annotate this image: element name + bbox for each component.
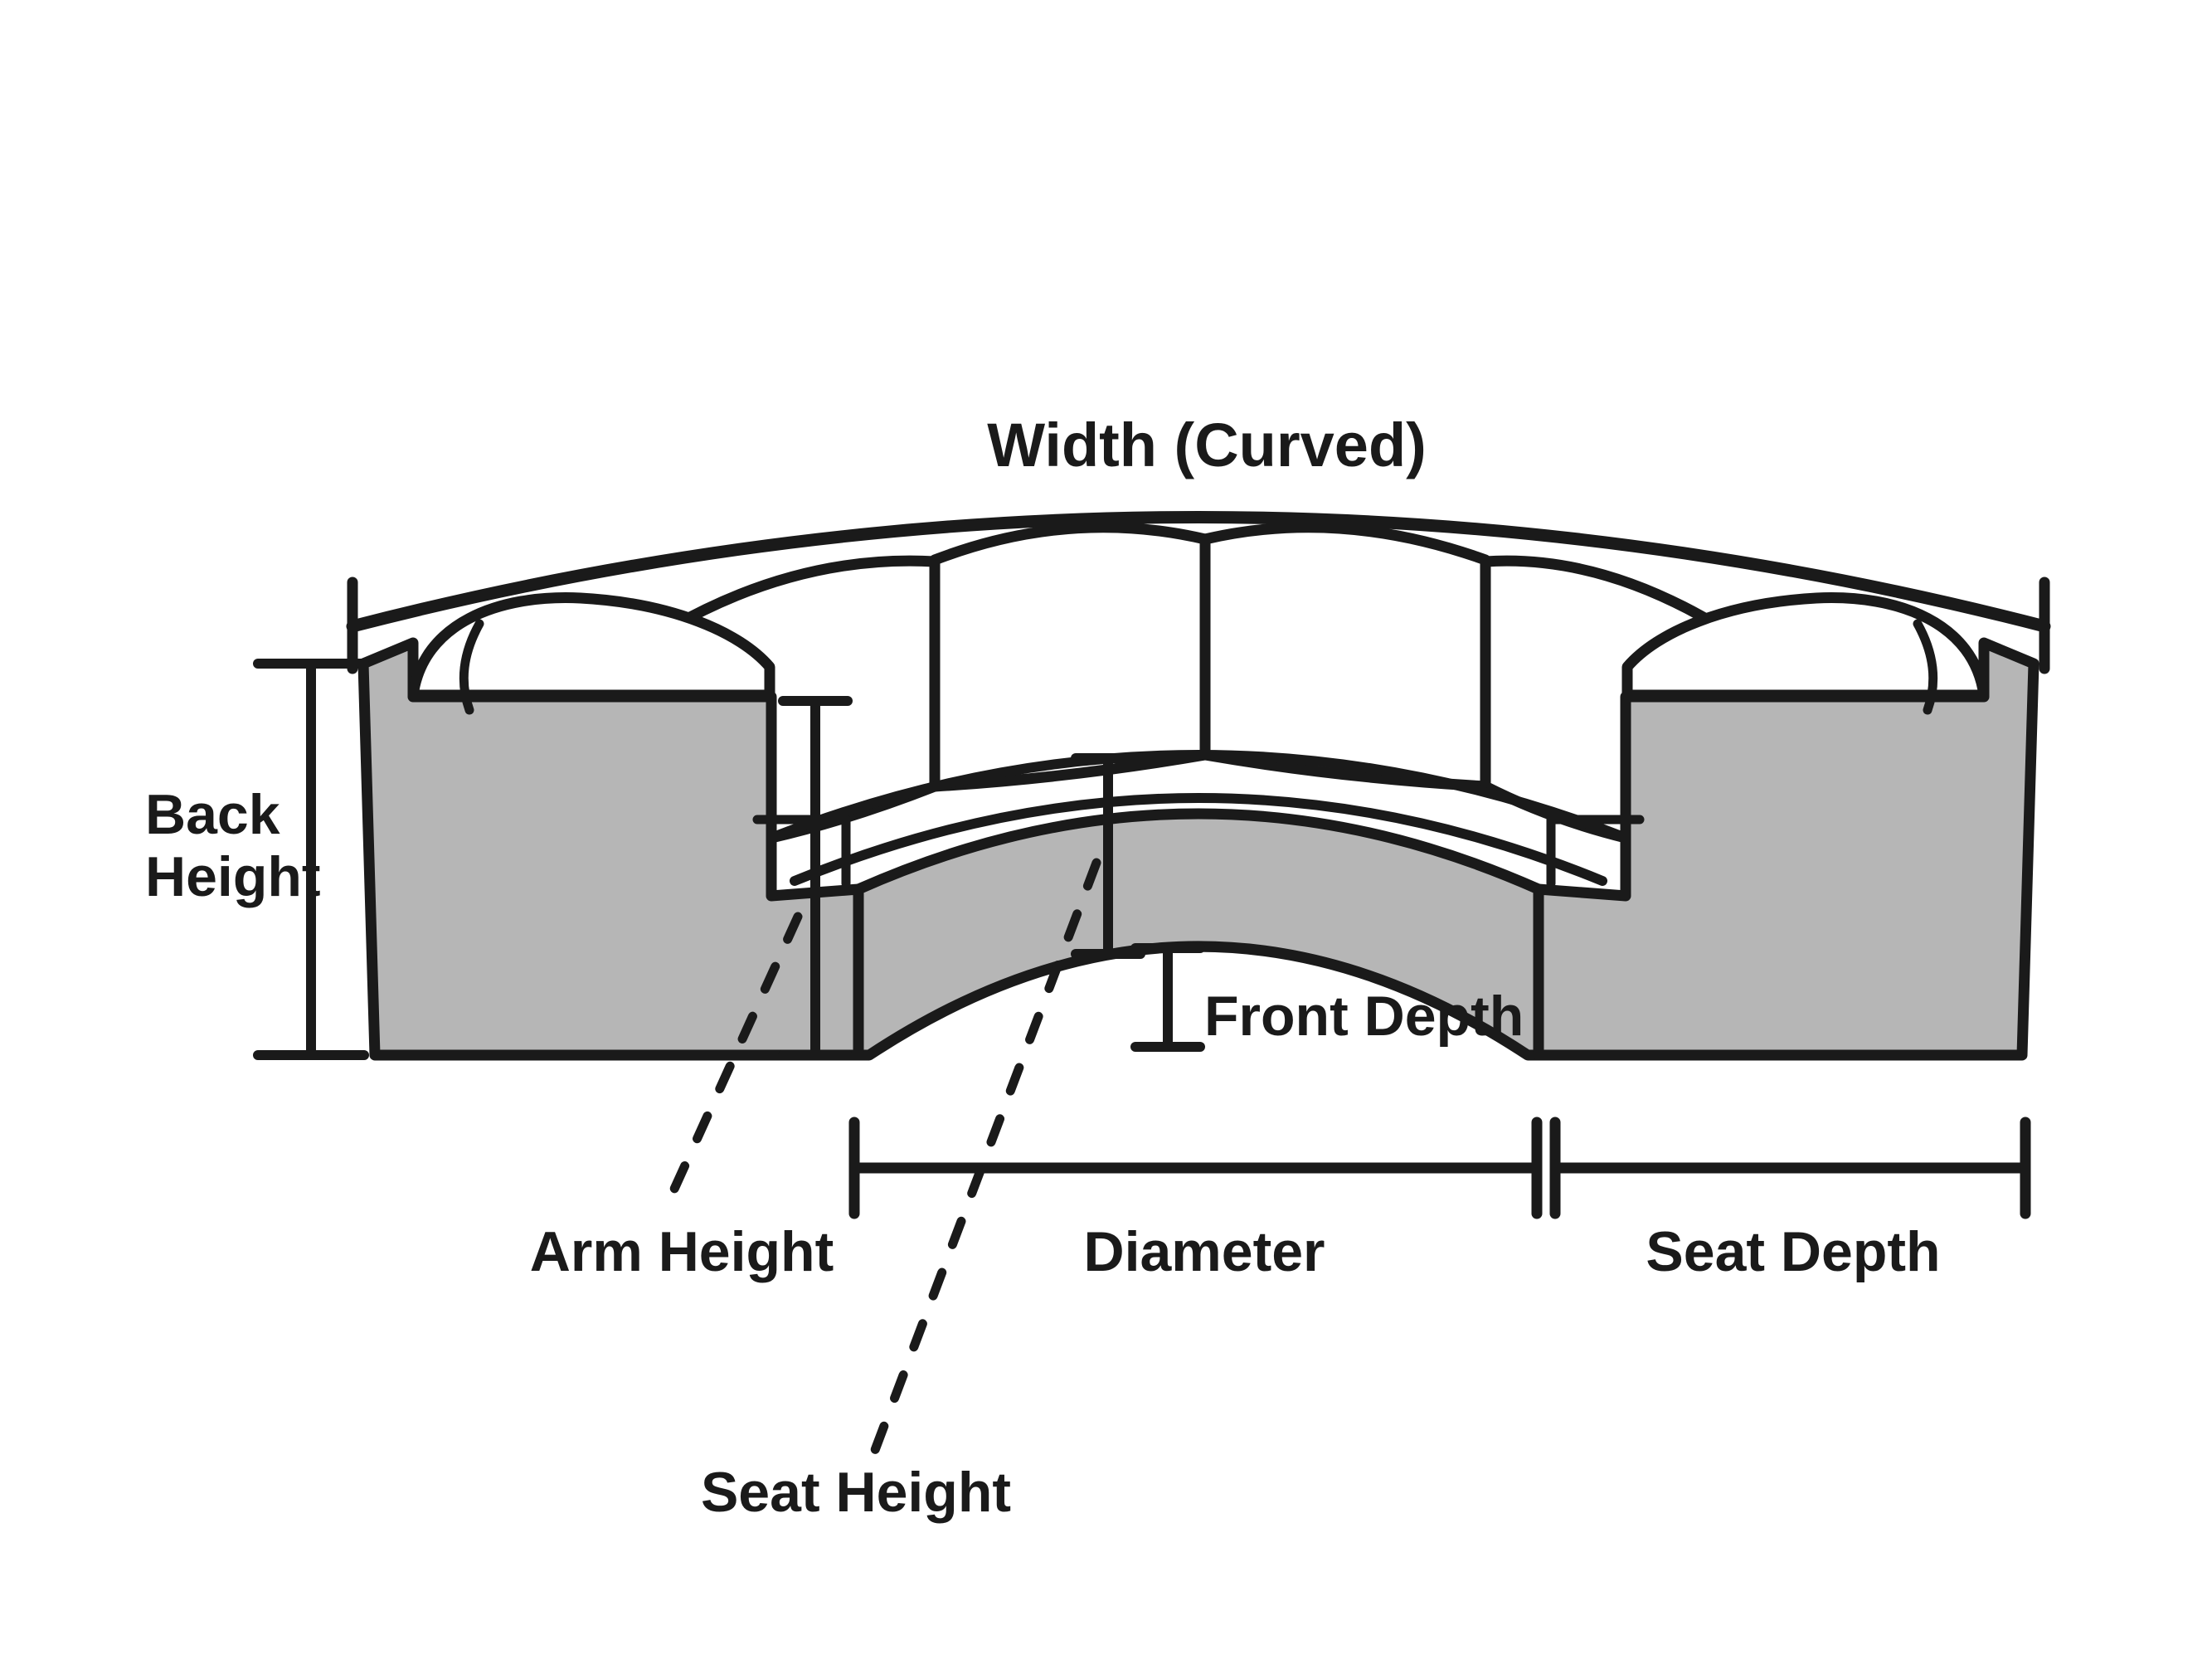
seat-height-leader-dashed (868, 858, 1101, 1462)
arm-height-label: Arm Height (530, 1220, 834, 1283)
right-arm-cushion (1621, 592, 1990, 701)
front-depth-dimension (1130, 943, 1205, 1052)
left-arm-cushion-crease (459, 619, 484, 715)
width-curved-dimension-arc (346, 511, 2051, 633)
front-depth-label: Front Depth (1204, 985, 1524, 1048)
back-height-label-line2: Height (145, 845, 321, 908)
arm-height-dimension (778, 696, 853, 1060)
back-cushion-4 (1199, 522, 1491, 792)
right-arm-panel (1533, 637, 2039, 1061)
width-curved-label: Width (Curved) (987, 411, 1427, 479)
back-height-label-line1: Back (145, 783, 280, 846)
seat-height-dimension (1071, 753, 1145, 959)
seat-front-curve (790, 793, 1607, 886)
diameter-label: Diameter (1083, 1220, 1325, 1283)
seat-depth-dimension (1549, 1117, 2031, 1219)
left-arm-panel (357, 637, 864, 1061)
seat-height-label: Seat Height (701, 1461, 1011, 1524)
right-seat-step (1546, 815, 1645, 888)
right-arm-cushion-crease (1913, 619, 1938, 715)
back-height-dimension (253, 659, 369, 1060)
seat-depth-label: Seat Depth (1646, 1220, 1940, 1283)
left-arm-cushion (407, 592, 775, 701)
left-seat-step (752, 815, 851, 888)
back-cushion-3 (929, 522, 1211, 792)
seat-back-curve (766, 750, 1631, 843)
arm-height-leader-dashed (659, 912, 803, 1218)
diameter-dimension (848, 1117, 1543, 1219)
